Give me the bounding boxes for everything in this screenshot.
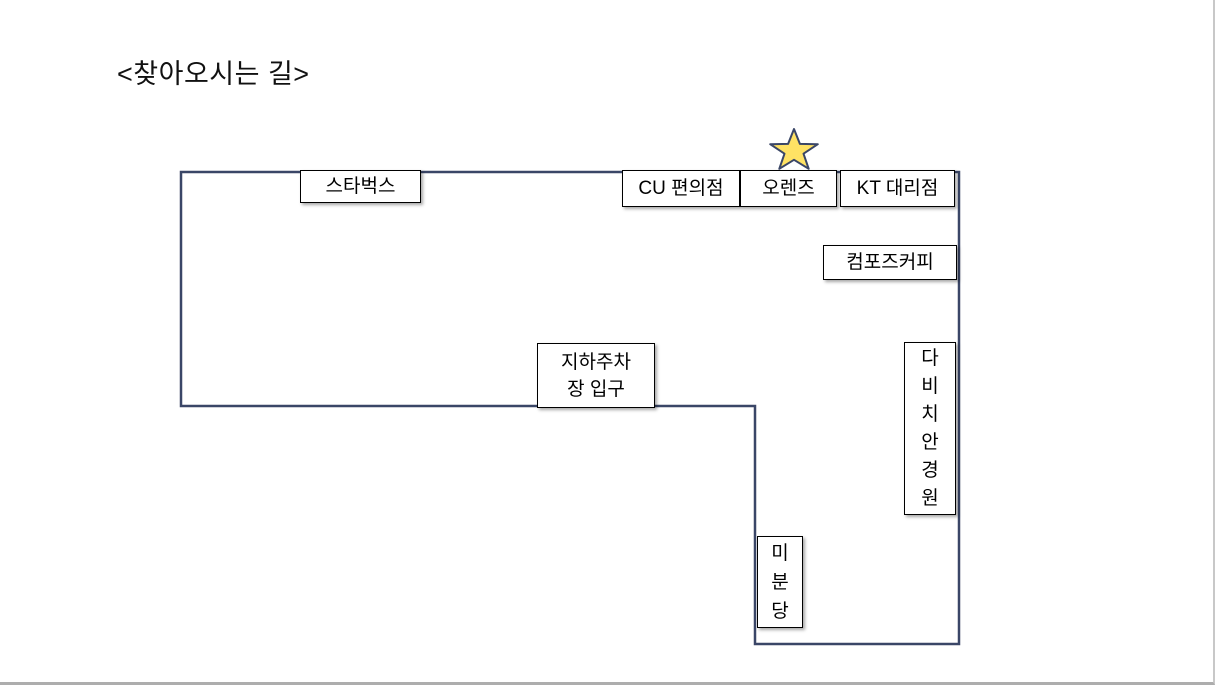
place-label-cu-store: CU 편의점 (622, 170, 740, 207)
place-label-kt-store: KT 대리점 (840, 170, 955, 207)
star-icon-outline (769, 128, 819, 170)
place-label-compose-coffee: 컴포즈커피 (823, 245, 957, 280)
place-label-parking-entrance: 지하주차 장 입구 (537, 343, 655, 408)
place-label-starbucks: 스타벅스 (300, 170, 421, 203)
place-label-olens: 오렌즈 (740, 170, 837, 207)
page-title: <찾아오시는 길> (117, 59, 310, 89)
star-icon (770, 129, 818, 169)
road-outline (179, 170, 961, 646)
place-label-davich-optical: 다 비 치 안 경 원 (904, 342, 956, 515)
place-label-mibundang: 미 분 당 (757, 536, 803, 628)
